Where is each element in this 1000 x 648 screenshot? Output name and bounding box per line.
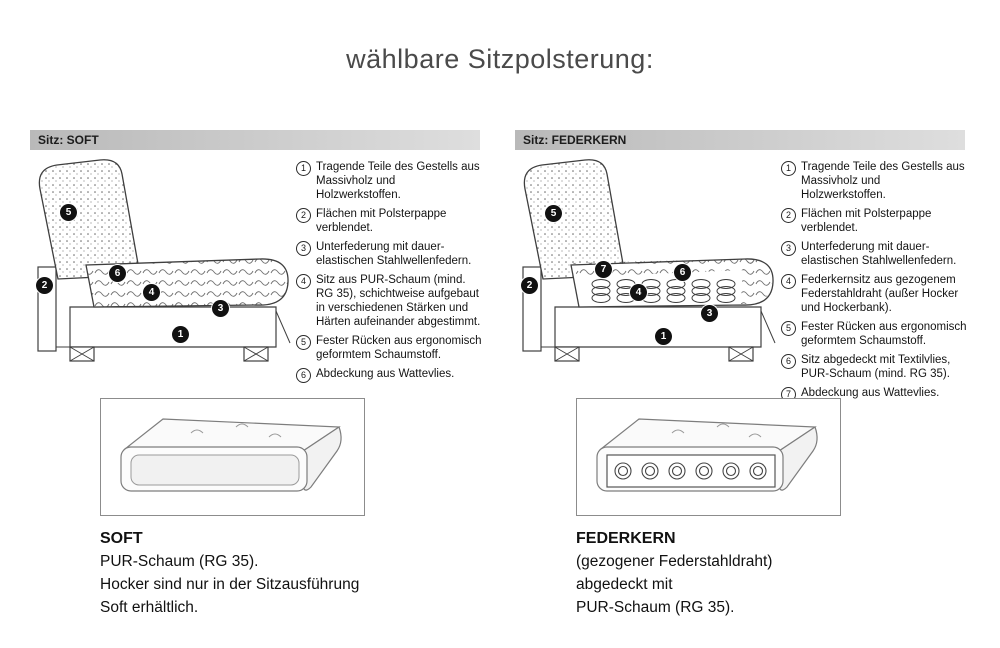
caption-soft: SOFT PUR-Schaum (RG 35). Hocker sind nur… <box>100 527 440 619</box>
diagram-marker: 3 <box>212 300 229 317</box>
list-item: 2 Flächen mit Polsterpappe verblendet. <box>781 207 967 235</box>
item-number-badge: 5 <box>781 321 796 336</box>
cushion-box-federkern <box>576 398 841 516</box>
sofa-cross-section-illustration-federkern <box>522 159 776 362</box>
feature-list-soft: 1 Tragende Teile des Gestells aus Massiv… <box>296 160 482 388</box>
item-number-badge: 5 <box>296 335 311 350</box>
diagram-marker: 6 <box>674 264 691 281</box>
item-number-badge: 2 <box>781 208 796 223</box>
foam-texture-marks <box>671 423 762 438</box>
item-number-badge: 2 <box>296 208 311 223</box>
item-number-badge: 6 <box>781 354 796 369</box>
diagram-marker: 1 <box>172 326 189 343</box>
list-item: 4 Sitz aus PUR-Schaum (mind. RG 35), sch… <box>296 273 482 329</box>
item-number-badge: 6 <box>296 368 311 383</box>
item-text: Fester Rücken aus ergonomisch geformtem … <box>316 335 482 361</box>
page-title: wählbare Sitzpolsterung: <box>346 44 654 74</box>
diagram-marker: 3 <box>701 305 718 322</box>
diagram-marker: 2 <box>521 277 538 294</box>
caption-federkern: FEDERKERN (gezogener Federstahldraht) ab… <box>576 527 916 619</box>
item-text: Federkernsitz aus gezogenem Federstahldr… <box>801 274 959 314</box>
item-text: Flächen mit Polsterpappe verblendet. <box>316 208 447 234</box>
item-number-badge: 4 <box>781 274 796 289</box>
caption-line: Hocker sind nur in der Sitzausführung <box>100 576 360 593</box>
item-text: Flächen mit Polsterpappe verblendet. <box>801 208 932 234</box>
caption-line: abgedeckt mit <box>576 576 673 593</box>
list-item: 3 Unterfederung mit dauer-elastischen St… <box>781 240 967 268</box>
list-item: 6 Abdeckung aus Wattevlies. <box>296 367 482 383</box>
list-item: 2 Flächen mit Polsterpappe verblendet. <box>296 207 482 235</box>
cushion-spring-coils <box>614 462 767 480</box>
panel-header-soft: Sitz: SOFT <box>30 130 480 150</box>
caption-line: Soft erhältlich. <box>100 599 199 616</box>
caption-title: FEDERKERN <box>576 530 676 547</box>
caption-line: (gezogener Federstahldraht) <box>576 553 773 570</box>
diagram-marker: 4 <box>143 284 160 301</box>
item-text: Tragende Teile des Gestells aus Massivho… <box>801 161 965 201</box>
item-number-badge: 3 <box>296 241 311 256</box>
list-item: 1 Tragende Teile des Gestells aus Massiv… <box>296 160 482 202</box>
item-text: Abdeckung aus Wattevlies. <box>801 387 940 399</box>
item-text: Fester Rücken aus ergonomisch geformtem … <box>801 321 967 347</box>
diagram-marker: 2 <box>36 277 53 294</box>
diagram-marker: 6 <box>109 265 126 282</box>
caption-line: PUR-Schaum (RG 35). <box>100 553 259 570</box>
diagram-marker: 1 <box>655 328 672 345</box>
item-text: Tragende Teile des Gestells aus Massivho… <box>316 161 480 201</box>
cushion-box-soft <box>100 398 365 516</box>
caption-line: PUR-Schaum (RG 35). <box>576 599 735 616</box>
diagram-marker: 5 <box>545 205 562 222</box>
foam-cushion-illustration <box>120 418 342 492</box>
sofa-cross-section-illustration-soft <box>37 159 291 362</box>
list-item: 1 Tragende Teile des Gestells aus Massiv… <box>781 160 967 202</box>
item-text: Sitz aus PUR-Schaum (mind. RG 35), schic… <box>316 274 481 328</box>
list-item: 6 Sitz abgedeckt mit Textilvlies, PUR-Sc… <box>781 353 967 381</box>
item-text: Unterfederung mit dauer-elastischen Stah… <box>316 241 472 267</box>
item-number-badge: 3 <box>781 241 796 256</box>
item-text: Abdeckung aus Wattevlies. <box>316 368 455 380</box>
feature-list-federkern: 1 Tragende Teile des Gestells aus Massiv… <box>781 160 967 407</box>
caption-title: SOFT <box>100 530 143 547</box>
item-number-badge: 1 <box>781 161 796 176</box>
diagram-marker: 7 <box>595 261 612 278</box>
list-item: 5 Fester Rücken aus ergonomisch geformte… <box>296 334 482 362</box>
foam-texture-marks <box>190 423 282 438</box>
item-number-badge: 4 <box>296 274 311 289</box>
sofa-diagram-soft: 1 2 3 4 5 6 <box>30 155 292 370</box>
list-item: 3 Unterfederung mit dauer-elastischen St… <box>296 240 482 268</box>
list-item: 4 Federkernsitz aus gezogenem Federstahl… <box>781 273 967 315</box>
sofa-diagram-federkern: 1 2 3 4 5 6 7 <box>515 155 777 370</box>
item-text: Sitz abgedeckt mit Textilvlies, PUR-Scha… <box>801 354 951 380</box>
item-number-badge: 1 <box>296 161 311 176</box>
spring-cushion-illustration <box>596 418 818 492</box>
diagram-marker: 5 <box>60 204 77 221</box>
list-item: 5 Fester Rücken aus ergonomisch geformte… <box>781 320 967 348</box>
diagram-marker: 4 <box>630 284 647 301</box>
panel-header-federkern: Sitz: FEDERKERN <box>515 130 965 150</box>
item-text: Unterfederung mit dauer-elastischen Stah… <box>801 241 957 267</box>
